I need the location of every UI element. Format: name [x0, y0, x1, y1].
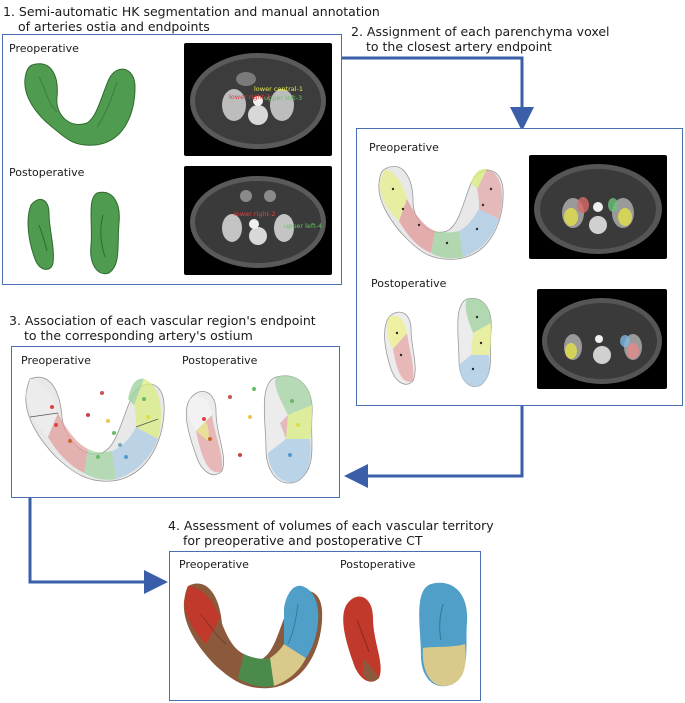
- ct-label-upper-left-3: upper left-3: [264, 94, 302, 102]
- step1-panel: Preoperative Postoperative lower central…: [2, 34, 342, 285]
- step3-title-line2: to the corresponding artery's ostium: [24, 328, 253, 343]
- step3-panel: Preoperative Postoperative: [11, 346, 340, 498]
- step1-title-line2: of arteries ostia and endpoints: [18, 19, 210, 34]
- ct-label-lower-right-1: lower right-1: [229, 93, 271, 101]
- step2-title-line2: to the closest artery endpoint: [366, 39, 552, 54]
- preop-kidney-segmentation: [24, 63, 136, 146]
- preop-ct-colored: [529, 155, 667, 259]
- postop-ct-scan: lower right-2 upper left-4: [184, 166, 332, 275]
- preop-parenchyma-regions: [378, 166, 504, 260]
- arrow-step1-to-step2: [342, 56, 534, 131]
- step4-preop-label: Preoperative: [179, 558, 249, 571]
- postop-vascular-regions: [185, 375, 313, 484]
- preop-vascular-regions: [25, 376, 165, 482]
- step3-title: 3. Association of each vascular region's…: [9, 313, 316, 343]
- postop-parenchyma-regions: [384, 297, 492, 387]
- step4-postop-label: Postoperative: [340, 558, 416, 571]
- step1-title: 1. Semi-automatic HK segmentation and ma…: [3, 4, 380, 34]
- ct-label-upper-left-4: upper left-4: [284, 222, 322, 230]
- step2-preop-label: Preoperative: [369, 141, 439, 154]
- arrow-step3-to-step4: [28, 498, 168, 594]
- preop-vascular-territories: [183, 583, 323, 689]
- step4-title-line1: 4. Assessment of volumes of each vascula…: [168, 518, 494, 533]
- postop-kidney-segmentation: [27, 191, 120, 275]
- step2-title-line1: 2. Assignment of each parenchyma voxel: [351, 24, 610, 39]
- ct-label-lower-central-1: lower central-1: [254, 85, 303, 93]
- step1-preop-label: Preoperative: [9, 42, 79, 55]
- step4-title-line2: for preoperative and postoperative CT: [183, 533, 423, 548]
- postop-ct-colored: [537, 289, 667, 389]
- step3-postop-label: Postoperative: [182, 354, 258, 367]
- step3-title-line1: 3. Association of each vascular region's…: [9, 313, 316, 328]
- step2-title: 2. Assignment of each parenchyma voxel t…: [351, 24, 610, 54]
- step1-title-line1: 1. Semi-automatic HK segmentation and ma…: [3, 4, 380, 19]
- step3-preop-label: Preoperative: [21, 354, 91, 367]
- step1-postop-label: Postoperative: [9, 166, 85, 179]
- step2-postop-label: Postoperative: [371, 277, 447, 290]
- step4-title: 4. Assessment of volumes of each vascula…: [168, 518, 494, 548]
- step4-panel: Preoperative Postoperative: [169, 551, 481, 701]
- preop-ct-scan: lower central-1 lower right-1 upper left…: [184, 43, 332, 156]
- step2-panel: Preoperative Postoperative: [356, 128, 683, 406]
- postop-vascular-territories: [343, 582, 468, 687]
- arrow-step2-to-step3: [344, 406, 524, 488]
- ct-label-lower-right-2: lower right-2: [234, 210, 276, 218]
